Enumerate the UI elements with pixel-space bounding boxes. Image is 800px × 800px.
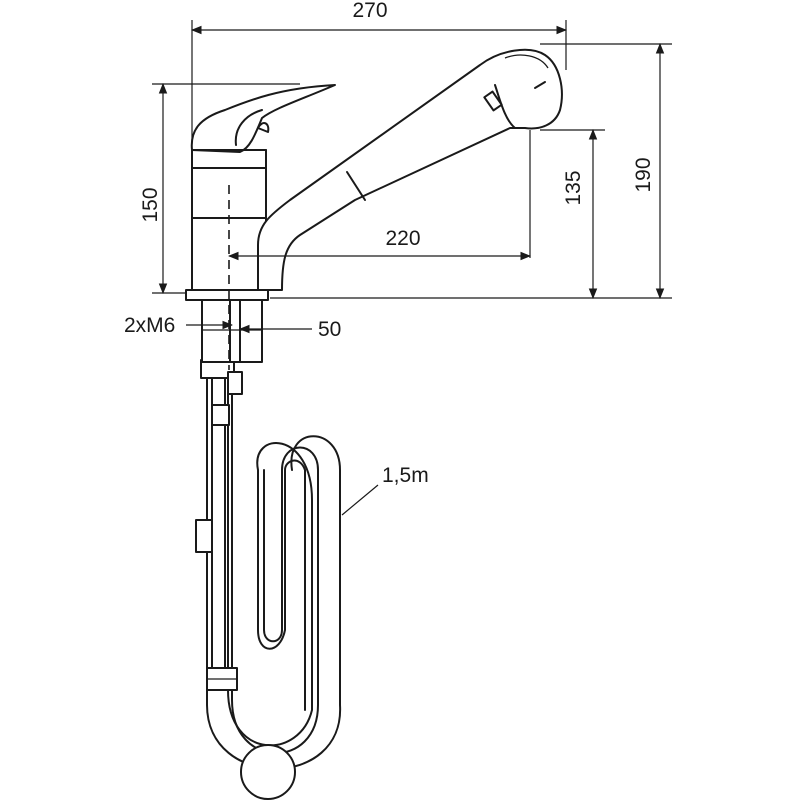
dimension-mounting-offset: 50 xyxy=(238,318,341,341)
mounting-studs-label: 2xM6 xyxy=(124,314,175,337)
dimension-total-width: 270 xyxy=(190,0,568,140)
stud-nut xyxy=(227,371,243,395)
spout-reach-label: 220 xyxy=(385,227,420,250)
spout-outlet-height-label: 135 xyxy=(562,170,585,205)
supply-hose xyxy=(195,359,243,691)
mixer-lever-handle xyxy=(190,84,336,153)
hose-fitting-middle xyxy=(195,519,213,553)
dimension-hose-length: 1,5m xyxy=(341,464,429,516)
total-width-label: 270 xyxy=(352,0,387,22)
dimension-body-height: 150 xyxy=(139,82,300,295)
body-height-label: 150 xyxy=(139,187,162,222)
hose-fitting-upper xyxy=(211,404,230,426)
hose-length-label: 1,5m xyxy=(382,464,429,487)
total-height-label: 190 xyxy=(632,157,655,192)
mounting-shank xyxy=(185,289,269,363)
dimension-spout-outlet-height: 135 xyxy=(270,128,672,300)
hose-counterweight xyxy=(240,744,296,800)
pull-out-spout xyxy=(257,48,563,291)
dimension-mounting-studs: 2xM6 xyxy=(124,314,234,337)
dimension-total-height: 190 xyxy=(540,42,672,300)
dimension-spout-reach: 220 xyxy=(227,130,532,261)
mounting-offset-label: 50 xyxy=(318,318,341,341)
